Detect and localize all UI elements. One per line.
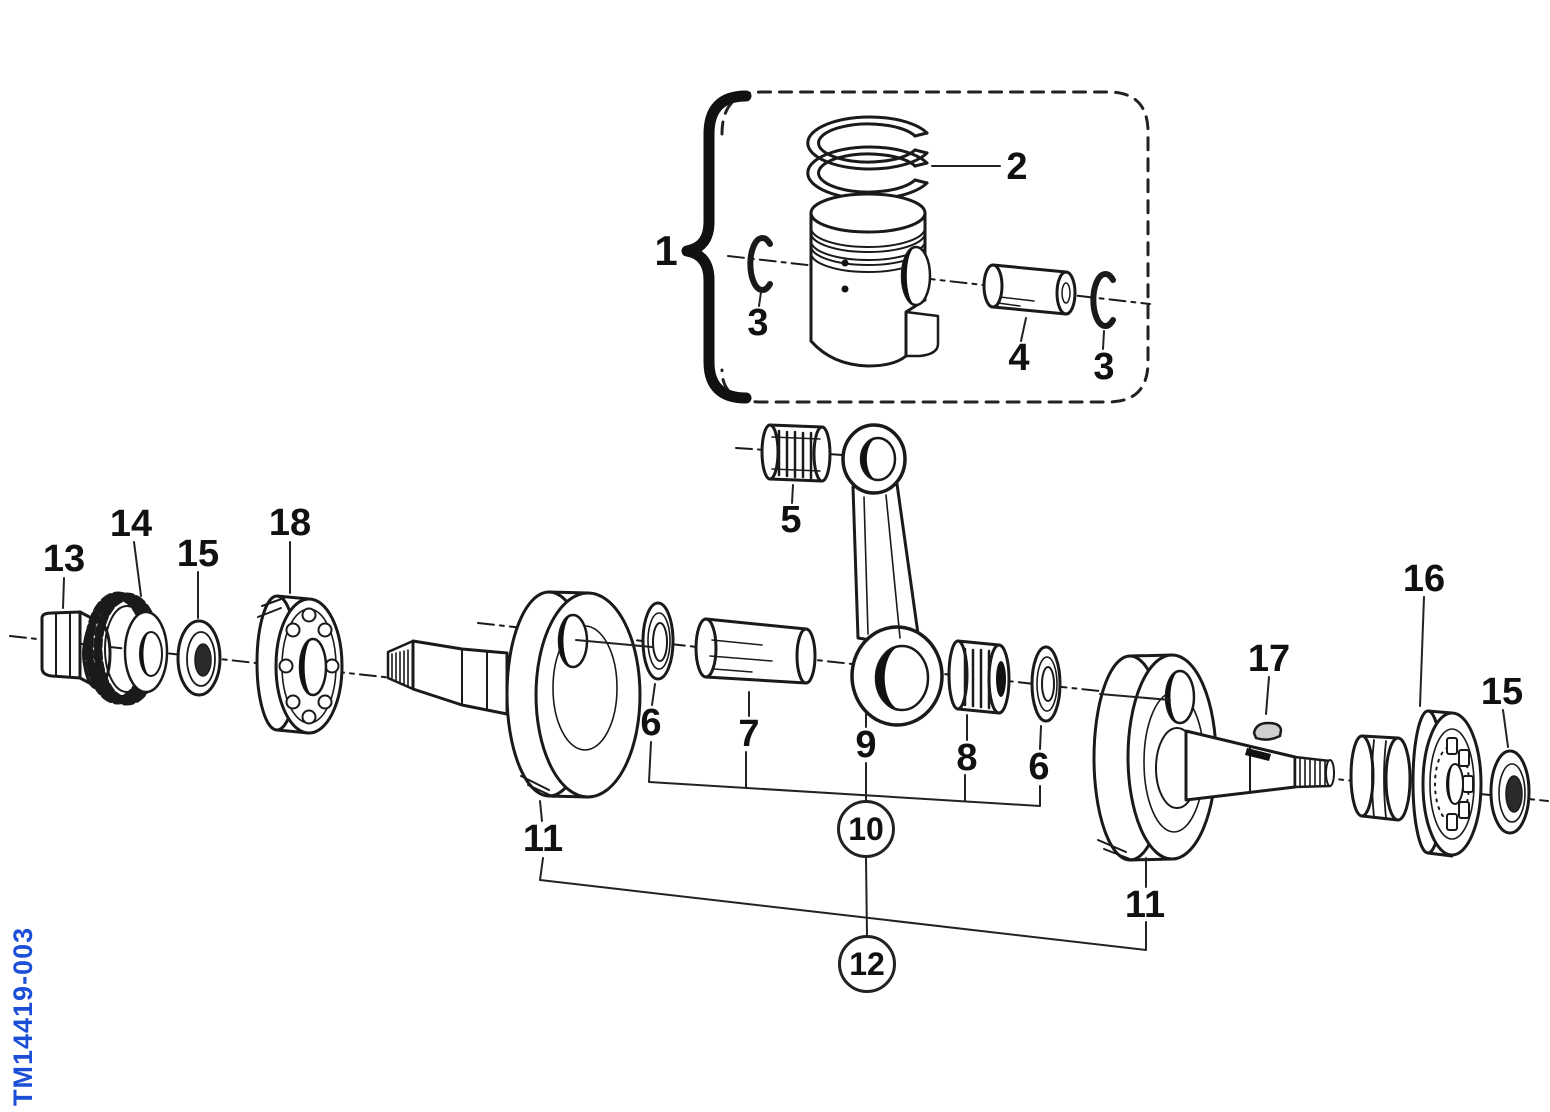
label-part-8: 8 [956, 737, 978, 779]
woodruff-key [1252, 721, 1283, 741]
label-part-18: 18 [268, 502, 312, 544]
small-end-bearing [760, 423, 832, 483]
primary-gear [84, 591, 169, 706]
label-part-6-left: 6 [640, 702, 662, 744]
piston [809, 192, 940, 368]
piston-pin [982, 263, 1077, 316]
centerline-axes [9, 255, 1549, 802]
label-group-10-circle: 10 [837, 800, 895, 858]
connecting-rod [841, 423, 944, 727]
label-part-3-right: 3 [1093, 346, 1115, 388]
label-part-14: 14 [109, 503, 153, 545]
thrust-washer-left [641, 601, 675, 681]
label-part-9: 9 [855, 724, 877, 766]
label-part-15-right: 15 [1480, 671, 1524, 713]
piston-kit-group-box [681, 90, 1150, 404]
piston-rings [806, 115, 929, 201]
label-part-16: 16 [1402, 558, 1446, 600]
oil-seal-right [1489, 749, 1531, 835]
label-part-2: 2 [1006, 146, 1028, 188]
label-group-12-circle: 12 [838, 935, 896, 993]
big-end-bearing [947, 639, 1011, 715]
circlip-left [747, 235, 773, 293]
crank-half-left [386, 590, 642, 799]
label-part-11-left: 11 [522, 818, 564, 860]
label-part-1: 1 [654, 227, 678, 274]
spacer-collar [1349, 734, 1412, 822]
crank-pin [694, 617, 817, 685]
circlip-right [1090, 271, 1116, 329]
label-part-13: 13 [42, 538, 86, 580]
label-part-17: 17 [1247, 638, 1291, 680]
main-bearing-left [255, 594, 344, 735]
crank-half-right [1092, 653, 1335, 862]
label-part-6-right: 6 [1028, 746, 1050, 788]
oil-seal-left [176, 619, 222, 697]
thrust-washer-right [1030, 645, 1062, 723]
label-part-5: 5 [780, 499, 802, 541]
label-part-3-left: 3 [747, 302, 769, 344]
label-part-4: 4 [1008, 337, 1030, 379]
label-part-15-left: 15 [176, 533, 220, 575]
label-part-11-right: 11 [1124, 884, 1166, 926]
main-bearing-right [1411, 709, 1483, 858]
document-code-watermark: TM14419-003 [8, 926, 38, 1106]
leader-lines [62, 165, 1509, 951]
label-part-7: 7 [738, 713, 760, 755]
